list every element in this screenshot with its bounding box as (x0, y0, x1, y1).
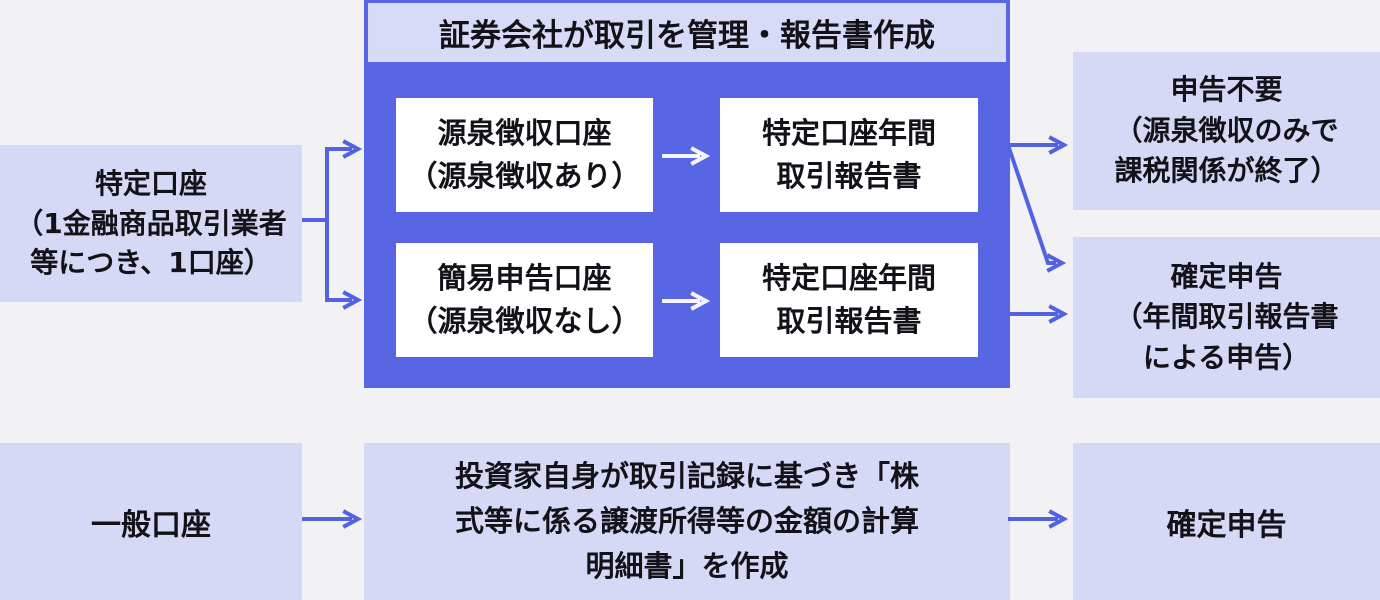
branch-trunk-specific (302, 149, 329, 300)
box-annual-report-row1: 特定口座年間 取引報告書 (720, 98, 978, 212)
broker-panel-title: 証券会社が取引を管理・報告書作成 (368, 3, 1006, 62)
arrow-row1-to-tax-return (1006, 144, 1067, 273)
box-general-account: 一般口座 (0, 443, 302, 600)
broker-managed-panel: 証券会社が取引を管理・報告書作成 源泉徴収口座 （源泉徴収あり） 特定口座年間 … (364, 0, 1010, 388)
box-tax-return-general: 確定申告 (1073, 443, 1380, 600)
box-simple-filing-account: 簡易申告口座 （源泉徴収なし） (396, 243, 653, 357)
box-annual-report-row2: 特定口座年間 取引報告書 (720, 243, 978, 357)
box-withholding-account: 源泉徴収口座 （源泉徴収あり） (396, 98, 653, 212)
box-specific-account: 特定口座 （1金融商品取引業者 等につき、1口座） (0, 145, 302, 302)
box-tax-return-with-report: 確定申告 （年間取引報告書 による申告） (1073, 237, 1380, 398)
box-investor-prepares-statement: 投資家自身が取引記録に基づき「株 式等に係る譲渡所得等の金額の計算 明細書」を作… (364, 443, 1010, 600)
box-no-filing-required: 申告不要 （源泉徴収のみで 課税関係が終了） (1073, 52, 1380, 210)
